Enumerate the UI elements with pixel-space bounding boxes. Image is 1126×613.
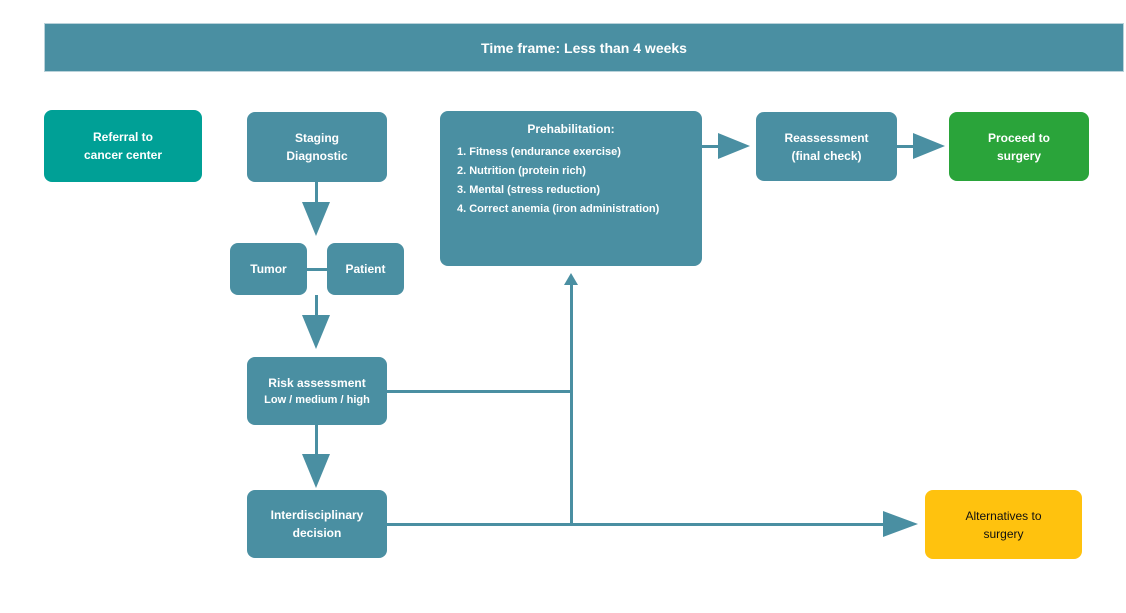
- connector-reassessment-to-proceed: [897, 145, 913, 148]
- node-label-subline: Low / medium / high: [264, 393, 370, 406]
- node-label-line: surgery: [996, 148, 1042, 163]
- node-referral-to-cancer-center: Referral to cancer center: [44, 110, 202, 182]
- node-tumor: Tumor: [230, 243, 307, 295]
- prehabilitation-item: 3. Mental (stress reduction): [457, 184, 601, 196]
- connector-interdisciplinary-to-alternatives: [387, 523, 883, 526]
- node-risk-assessment: Risk assessment Low / medium / high: [247, 357, 387, 425]
- node-label-line: Staging: [295, 131, 339, 145]
- prehabilitation-item: 2. Nutrition (protein rich): [457, 165, 586, 177]
- node-label-line: decision: [292, 526, 342, 540]
- node-label-line: Alternatives to: [965, 508, 1042, 523]
- node-label-line: Reassessment: [784, 130, 869, 145]
- arrowhead-right-icon: [883, 511, 918, 537]
- timeframe-banner-label: Time frame: Less than 4 weeks: [481, 39, 687, 56]
- arrowhead-right-icon: [913, 133, 945, 159]
- node-label-line: (final check): [791, 148, 862, 163]
- node-staging-diagnostic: Staging Diagnostic: [247, 112, 387, 182]
- connector-risk-down: [315, 425, 318, 455]
- timeframe-banner: Time frame: Less than 4 weeks: [44, 23, 1124, 72]
- connector-to-prehab-vertical: [570, 284, 573, 526]
- node-label-line: Diagnostic: [286, 149, 348, 163]
- arrowhead-right-icon: [718, 133, 750, 159]
- node-label-line: Risk assessment: [268, 375, 366, 390]
- node-label-line: Tumor: [250, 262, 287, 276]
- connector-risk-to-prehab-horizontal: [387, 390, 572, 393]
- arrowhead-down-icon: [302, 202, 330, 236]
- node-label-line: Interdisciplinary: [270, 508, 364, 522]
- node-prehabilitation: Prehabilitation: 1. Fitness (endurance e…: [440, 111, 702, 266]
- node-label-line: Referral to: [92, 130, 154, 144]
- connector-tumor-patient: [307, 268, 327, 271]
- node-label-line: Patient: [345, 262, 386, 276]
- prehabilitation-item: 1. Fitness (endurance exercise): [457, 146, 621, 158]
- node-interdisciplinary-decision: Interdisciplinary decision: [247, 490, 387, 558]
- node-patient: Patient: [327, 243, 404, 295]
- node-label-line: cancer center: [83, 148, 163, 162]
- prehabilitation-title: Prehabilitation:: [527, 122, 615, 136]
- arrowhead-up-icon: [564, 273, 578, 285]
- node-alternatives-to-surgery: Alternatives to surgery: [925, 490, 1082, 559]
- node-label-line: surgery: [983, 526, 1024, 541]
- node-label-line: Proceed to: [987, 130, 1050, 145]
- connector-staging-down: [315, 182, 318, 203]
- node-reassessment: Reassessment (final check): [756, 112, 897, 181]
- node-proceed-to-surgery: Proceed to surgery: [949, 112, 1089, 181]
- arrowhead-down-icon: [302, 454, 330, 488]
- prehabilitation-item: 4. Correct anemia (iron administration): [457, 203, 660, 215]
- connector-tumorpatient-down: [315, 295, 318, 316]
- arrowhead-down-icon: [302, 315, 330, 349]
- connector-prehab-to-reassessment: [700, 145, 718, 148]
